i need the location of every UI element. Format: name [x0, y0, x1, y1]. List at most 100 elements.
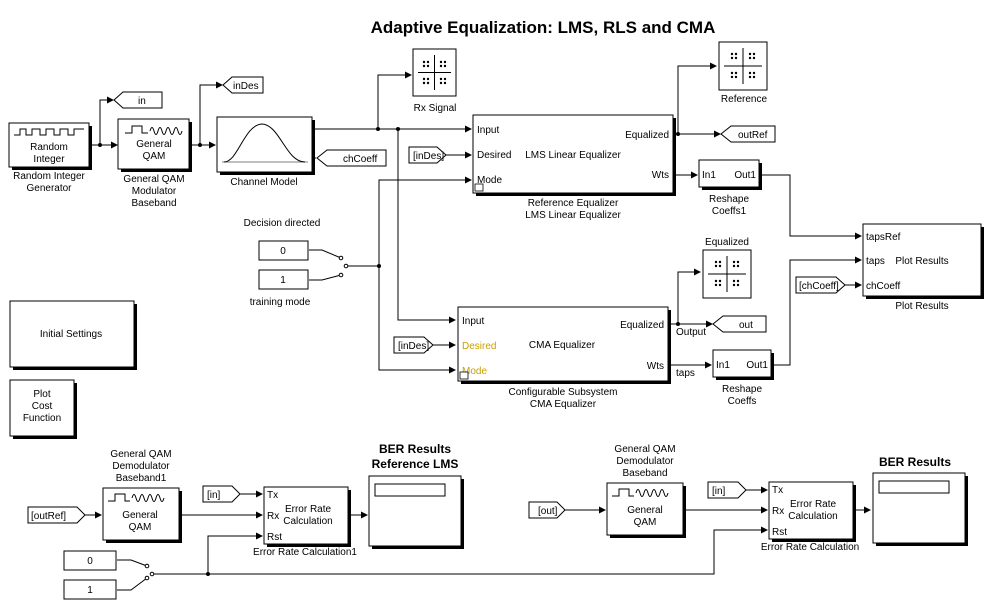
error-rate-calculation2-caption: Error Rate Calculation: [761, 542, 859, 553]
svg-text:[in]: [in]: [712, 486, 726, 497]
plot-results-caption: Plot Results: [895, 301, 948, 312]
output-signal-label: Output: [676, 327, 706, 338]
lms-port-mode: Mode: [477, 175, 502, 186]
channel-model-block[interactable]: [216, 116, 315, 175]
subsystem-icon: [459, 371, 469, 380]
equalized-scope[interactable]: [702, 249, 752, 299]
plot-results-block[interactable]: tapsRef taps chCoeff Plot Results: [862, 223, 984, 299]
svg-text:[inDes]: [inDes]: [398, 341, 429, 352]
svg-text:0: 0: [280, 246, 286, 257]
initial-settings-block[interactable]: Initial Settings: [9, 300, 137, 370]
lms-port-input: Input: [477, 125, 499, 136]
constant-0-bottom-block[interactable]: 0: [63, 550, 117, 571]
cma-equalizer-label: CMA Equalizer: [529, 340, 596, 351]
svg-text:outRef: outRef: [738, 130, 768, 141]
goto-tag-indes[interactable]: inDes: [222, 76, 264, 94]
from-tag-out[interactable]: [out]: [528, 501, 566, 519]
reset-switch[interactable]: [144, 563, 155, 581]
reshape2-port-out: Out1: [746, 360, 768, 371]
svg-text:[in]: [in]: [207, 490, 221, 501]
ber-results-lms-display[interactable]: [368, 475, 464, 549]
reshape1-port-out: Out1: [734, 170, 756, 181]
goto-tag-chcoeff[interactable]: chCoeff: [316, 149, 387, 167]
cma-port-input: Input: [462, 316, 484, 327]
constant-1-bottom-block[interactable]: 1: [63, 579, 117, 600]
from-tag-chcoeff[interactable]: [chCoeff]: [795, 276, 846, 294]
channel-model-caption: Channel Model: [230, 177, 297, 188]
goto-tag-in[interactable]: in: [113, 91, 163, 109]
cma-port-mode: Mode: [462, 366, 487, 377]
reference-scope[interactable]: [718, 41, 768, 91]
svg-text:[inDes]: [inDes]: [413, 151, 444, 162]
cma-port-desired: Desired: [462, 341, 496, 352]
svg-text:[chCoeff]: [chCoeff]: [799, 281, 839, 292]
plot-port-tapsref: tapsRef: [866, 232, 901, 243]
goto-tag-outref[interactable]: outRef: [720, 125, 776, 143]
rx-signal-caption: Rx Signal: [414, 103, 457, 114]
lms-equalizer-label: LMS Linear Equalizer: [525, 150, 621, 161]
reshape1-port-in: In1: [702, 170, 716, 181]
svg-text:out: out: [739, 320, 753, 331]
constant-0-block[interactable]: 0: [258, 240, 309, 261]
lms-equalizer-block[interactable]: Input Desired Mode Equalized Wts LMS Lin…: [472, 114, 676, 196]
svg-text:0: 0: [87, 556, 93, 567]
svg-text:Rst: Rst: [772, 527, 787, 538]
constant-1-block[interactable]: 1: [258, 269, 309, 290]
reshape2-port-in: In1: [716, 360, 730, 371]
cma-port-wts: Wts: [647, 361, 664, 372]
from-tag-indes-cma[interactable]: [inDes]: [393, 336, 434, 354]
training-mode-label: training mode: [250, 297, 311, 308]
svg-text:1: 1: [280, 275, 286, 286]
taps-signal-label: taps: [676, 368, 695, 379]
mode-switch[interactable]: [338, 255, 349, 278]
svg-text:in: in: [138, 96, 146, 107]
from-tag-outref[interactable]: [outRef]: [27, 506, 86, 524]
reshape-coeffs1-block[interactable]: In1 Out1: [698, 159, 762, 190]
from-tag-indes-lms[interactable]: [inDes]: [408, 146, 447, 164]
svg-text:1: 1: [87, 585, 93, 596]
svg-text:Rx: Rx: [267, 511, 279, 522]
ber-results-caption: BER Results: [879, 455, 951, 469]
subsystem-icon: [474, 183, 484, 192]
junction-dots: [98, 127, 680, 576]
rx-signal-scope[interactable]: [412, 48, 457, 97]
svg-text:[outRef]: [outRef]: [31, 511, 66, 522]
plot-port-chcoeff: chCoeff: [866, 281, 901, 292]
svg-text:chCoeff: chCoeff: [343, 154, 378, 165]
lms-port-wts: Wts: [652, 170, 669, 181]
diagram-title: Adaptive Equalization: LMS, RLS and CMA: [371, 18, 716, 37]
goto-tag-out[interactable]: out: [712, 315, 767, 333]
reshape-coeffs-block[interactable]: In1 Out1: [712, 349, 774, 380]
cma-equalizer-block[interactable]: Input Desired Mode Equalized Wts CMA Equ…: [457, 306, 671, 384]
from-tag-in-1[interactable]: [in]: [202, 485, 241, 503]
svg-text:Rst: Rst: [267, 532, 282, 543]
error-rate-calculation1-caption: Error Rate Calculation1: [253, 547, 357, 558]
svg-text:Rx: Rx: [772, 506, 784, 517]
svg-text:Tx: Tx: [267, 490, 278, 501]
lms-port-desired: Desired: [477, 150, 511, 161]
reference-scope-caption: Reference: [721, 94, 768, 105]
svg-text:inDes: inDes: [233, 81, 259, 92]
from-tag-in-2[interactable]: [in]: [707, 481, 747, 499]
svg-text:[out]: [out]: [538, 506, 558, 517]
ber-results-display[interactable]: [872, 472, 968, 546]
equalized-scope-caption: Equalized: [705, 237, 749, 248]
signal-lines: [85, 62, 871, 591]
